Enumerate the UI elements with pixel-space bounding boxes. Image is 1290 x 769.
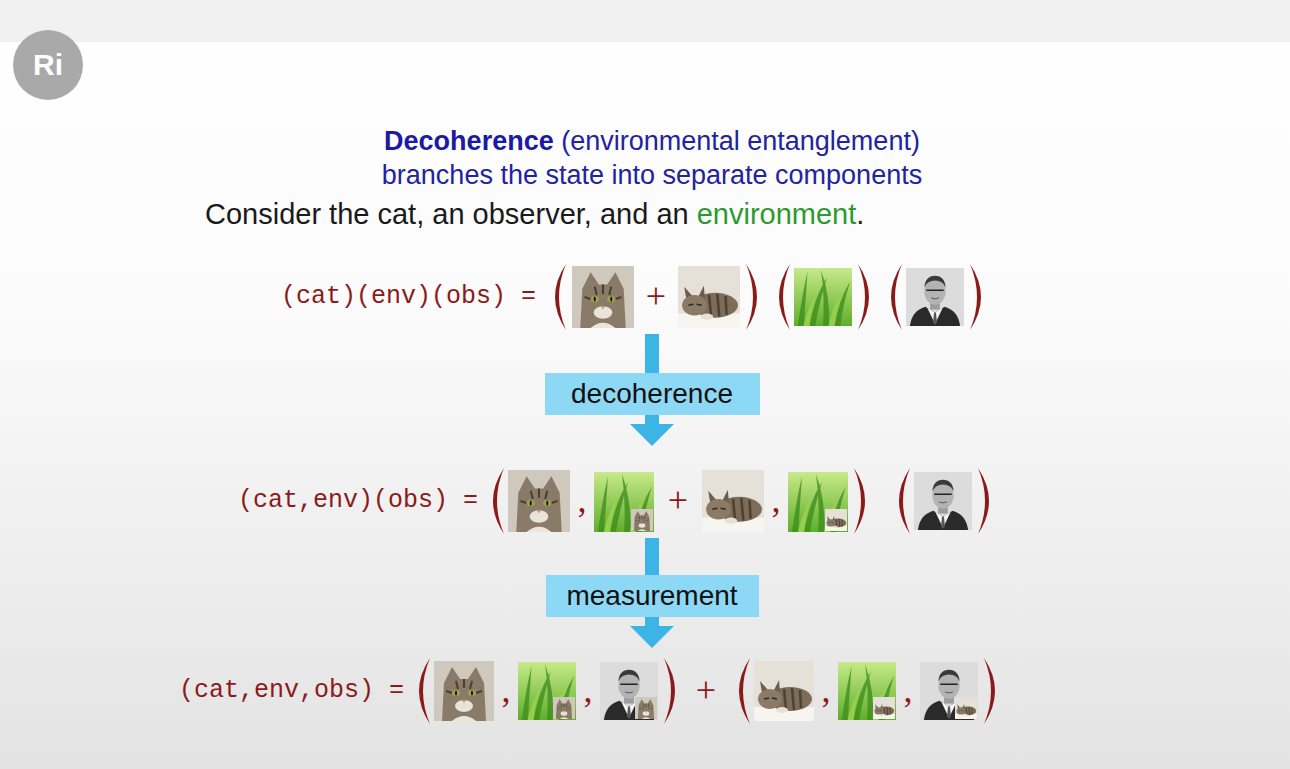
cat-inset <box>635 697 657 719</box>
grass-photo <box>594 472 654 532</box>
comma: , <box>822 669 831 712</box>
plus-sign: + <box>646 275 666 318</box>
bracket <box>858 264 869 330</box>
cat-dead-photo <box>754 661 814 721</box>
cat-alive-photo <box>434 661 494 721</box>
cat-inset <box>873 697 895 719</box>
bracket <box>970 264 981 330</box>
state-equation: (cat,env,obs) = <box>179 676 404 706</box>
grass-photo <box>518 662 576 720</box>
bracket <box>984 658 995 724</box>
comma: , <box>772 479 781 522</box>
bracket <box>419 658 430 724</box>
observer-photo <box>920 662 978 720</box>
grass-photo <box>794 268 852 326</box>
bracket <box>555 264 566 330</box>
bracket <box>854 468 865 534</box>
highlighted-word: environment <box>697 198 857 230</box>
grass-photo <box>788 472 848 532</box>
node-text: measurement <box>566 579 737 613</box>
plus-sign: + <box>696 669 716 712</box>
slide-title: Decoherence (environmental entanglement)… <box>7 124 1290 192</box>
cat-inset <box>955 697 977 719</box>
bracket <box>899 468 910 534</box>
bracket <box>891 264 902 330</box>
bracket <box>664 658 675 724</box>
cat-inset <box>825 509 847 531</box>
cat-alive-photo <box>572 266 634 328</box>
logo-badge: Ri <box>13 30 83 100</box>
intro-sentence: Consider the cat, an observer, and an en… <box>205 197 864 232</box>
comma: , <box>502 669 511 712</box>
cat-dead-photo <box>678 266 740 328</box>
cat-alive-photo <box>508 470 570 532</box>
process-label-box: measurement <box>546 575 759 617</box>
cat-inset <box>553 697 575 719</box>
sentence-text: Consider the cat, an observer, and an <box>205 198 697 230</box>
state-equation: (cat,env)(obs) = <box>238 486 478 516</box>
observer-photo <box>914 472 972 530</box>
bracket <box>779 264 790 330</box>
arrow-head <box>630 626 674 648</box>
bracket <box>739 658 750 724</box>
comma: , <box>904 669 913 712</box>
grass-photo <box>838 662 896 720</box>
node-text: decoherence <box>571 377 733 411</box>
process-label-box: decoherence <box>545 373 760 415</box>
title-text: branches the state into separate compone… <box>382 160 922 190</box>
state-equation: (cat)(env)(obs) = <box>281 282 536 312</box>
plus-sign: + <box>668 479 688 522</box>
comma: , <box>584 669 593 712</box>
title-text: (environmental entanglement) <box>554 126 920 156</box>
bracket <box>978 468 989 534</box>
observer-photo <box>600 662 658 720</box>
comma: , <box>578 479 587 522</box>
bracket <box>746 264 757 330</box>
title-keyword: Decoherence <box>384 126 554 156</box>
node-text: Ri <box>33 47 63 83</box>
sentence-text: . <box>856 198 864 230</box>
cat-dead-photo <box>702 470 764 532</box>
bracket <box>493 468 504 534</box>
arrow-head <box>630 424 674 446</box>
cat-inset <box>631 509 653 531</box>
top-strip <box>0 0 1290 42</box>
observer-photo <box>906 268 964 326</box>
